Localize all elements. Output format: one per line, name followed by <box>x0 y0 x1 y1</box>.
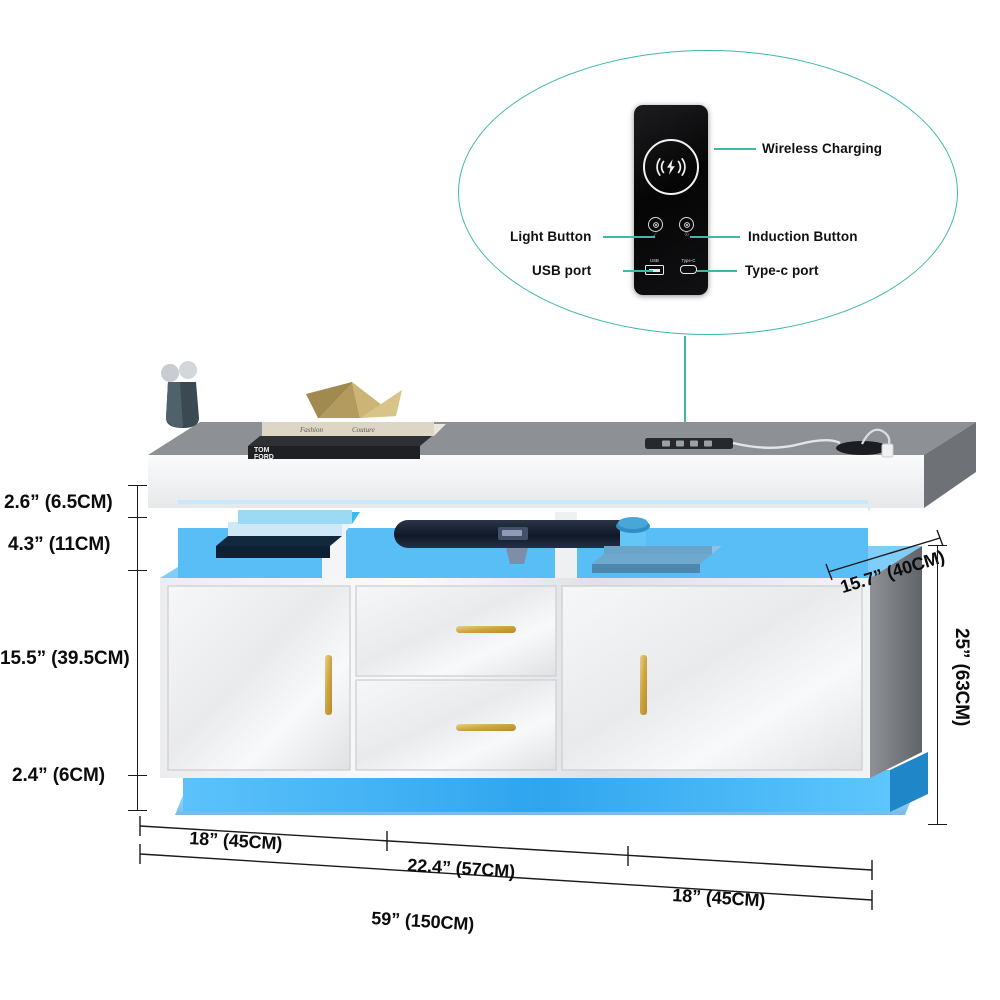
leader-usb-port <box>623 270 653 272</box>
bottom-drawer-handle[interactable] <box>456 724 516 731</box>
dim-total-height: 25” (63CM) <box>951 628 972 727</box>
left-tick-0 <box>128 485 147 487</box>
led-base-strip <box>183 770 890 812</box>
charging-station-panel: ☄ ☉ USB Type-C <box>634 105 708 295</box>
label-usb-port: USB port <box>532 263 592 278</box>
label-wireless-charging: Wireless Charging <box>762 141 883 156</box>
right-tick-top <box>928 545 947 547</box>
dim-base-height: 2.4” (6CM) <box>12 765 105 786</box>
leader-typec-port <box>697 270 737 272</box>
svg-text:TOM: TOM <box>254 447 270 454</box>
typec-port-label: Type-C <box>681 258 696 263</box>
wireless-charging-icon <box>643 139 699 195</box>
induction-icon <box>679 217 694 232</box>
bottom-drawer[interactable] <box>355 679 557 771</box>
power-strip <box>645 428 894 458</box>
label-typec-port: Type-c port <box>745 263 819 278</box>
callout-ellipse <box>458 50 958 335</box>
shelf-led-strip <box>178 500 868 504</box>
induction-button[interactable]: ☉ <box>679 217 694 238</box>
label-induction-button: Induction Button <box>748 229 858 244</box>
stacked-books-and-origami: TOM FORD Fashion Couture <box>248 382 446 461</box>
connector-segment-1 <box>684 336 686 440</box>
left-cabinet-door[interactable] <box>167 585 351 771</box>
top-panel-front <box>148 455 924 508</box>
left-tick-1 <box>128 517 147 519</box>
usb-port-label: USB <box>650 258 659 263</box>
bottom-dimension-lines <box>139 816 873 910</box>
typec-port-icon <box>680 265 697 274</box>
left-dimension-line <box>137 485 139 810</box>
left-tick-3 <box>128 775 147 777</box>
left-tick-4 <box>128 810 147 812</box>
panel-button-row: ☄ ☉ <box>634 217 708 238</box>
panel-port-row: USB Type-C <box>634 258 708 275</box>
dim-top-panel-thickness: 2.6” (6.5CM) <box>4 492 113 513</box>
induction-sub-icon: ☉ <box>684 232 689 238</box>
top-panel-right-edge <box>924 422 976 508</box>
right-tick-bottom <box>928 824 947 826</box>
dark-ceramic-vase <box>161 361 199 428</box>
left-tick-2 <box>128 570 147 572</box>
svg-text:Fashion: Fashion <box>299 426 323 434</box>
top-drawer[interactable] <box>355 585 557 677</box>
typec-port-group[interactable]: Type-C <box>680 258 697 275</box>
left-door-handle[interactable] <box>325 655 332 715</box>
right-cabinet-door[interactable] <box>561 585 863 771</box>
svg-text:Couture: Couture <box>352 426 375 434</box>
shelf-books <box>216 510 360 558</box>
total-height-dimension-line <box>937 545 939 825</box>
leader-induction-button <box>690 236 740 238</box>
leader-wireless-charging <box>714 148 756 150</box>
usb-port-group[interactable]: USB <box>645 258 664 275</box>
led-base-side <box>890 752 928 812</box>
right-shelf-books <box>592 546 722 573</box>
label-light-button: Light Button <box>510 229 592 244</box>
cabinet-right-side <box>870 546 922 778</box>
black-soundbar <box>394 520 639 564</box>
top-drawer-handle[interactable] <box>456 626 516 633</box>
depth-dimension-line <box>825 529 944 581</box>
dim-open-shelf-height: 4.3” (11CM) <box>8 534 111 555</box>
leader-light-button <box>603 236 655 238</box>
light-bulb-icon <box>648 217 663 232</box>
light-button[interactable]: ☄ <box>648 217 663 238</box>
svg-text:FORD: FORD <box>254 454 274 461</box>
right-door-handle[interactable] <box>640 655 647 715</box>
tv-stand-illustration: TOM FORD Fashion Couture <box>148 361 976 815</box>
dim-cabinet-height: 15.5” (39.5CM) <box>0 648 130 669</box>
light-bulb-sub-icon: ☄ <box>653 232 658 238</box>
